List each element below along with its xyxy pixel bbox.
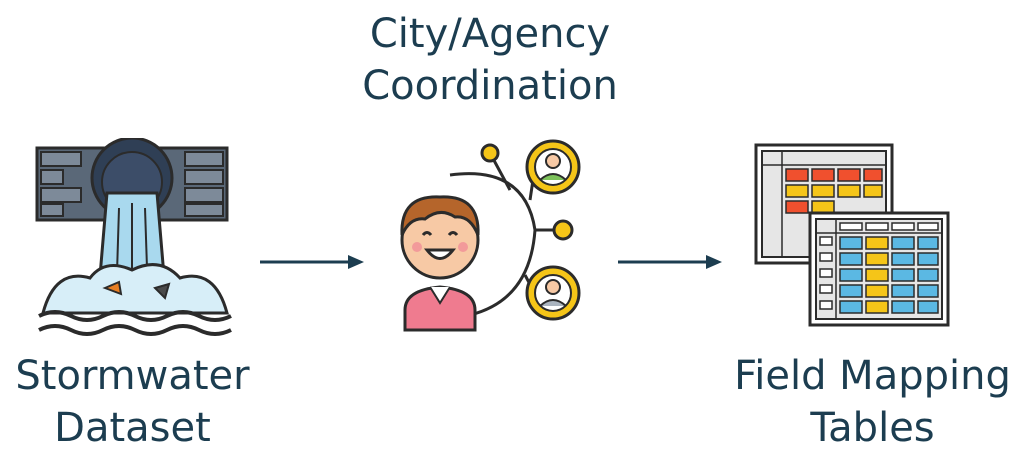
stormwater-label-line1: Stormwater bbox=[15, 353, 250, 399]
field-label-line1: Field Mapping bbox=[734, 353, 1011, 399]
city-agency-coordination-label: City/Agency Coordination bbox=[340, 8, 640, 112]
spreadsheet-tables-icon bbox=[754, 143, 950, 327]
city-label-line1: City/Agency bbox=[369, 11, 611, 57]
field-label-line2: Tables bbox=[810, 405, 935, 451]
storm-drain-icon bbox=[35, 138, 232, 336]
field-mapping-tables-label: Field Mapping Tables bbox=[720, 350, 1025, 454]
stormwater-label-line2: Dataset bbox=[54, 405, 211, 451]
stormwater-dataset-label: Stormwater Dataset bbox=[0, 350, 265, 454]
city-label-line2: Coordination bbox=[362, 63, 618, 109]
people-network-icon bbox=[400, 139, 581, 332]
arrow-right-icon bbox=[618, 255, 722, 269]
arrow-right-icon bbox=[260, 255, 364, 269]
